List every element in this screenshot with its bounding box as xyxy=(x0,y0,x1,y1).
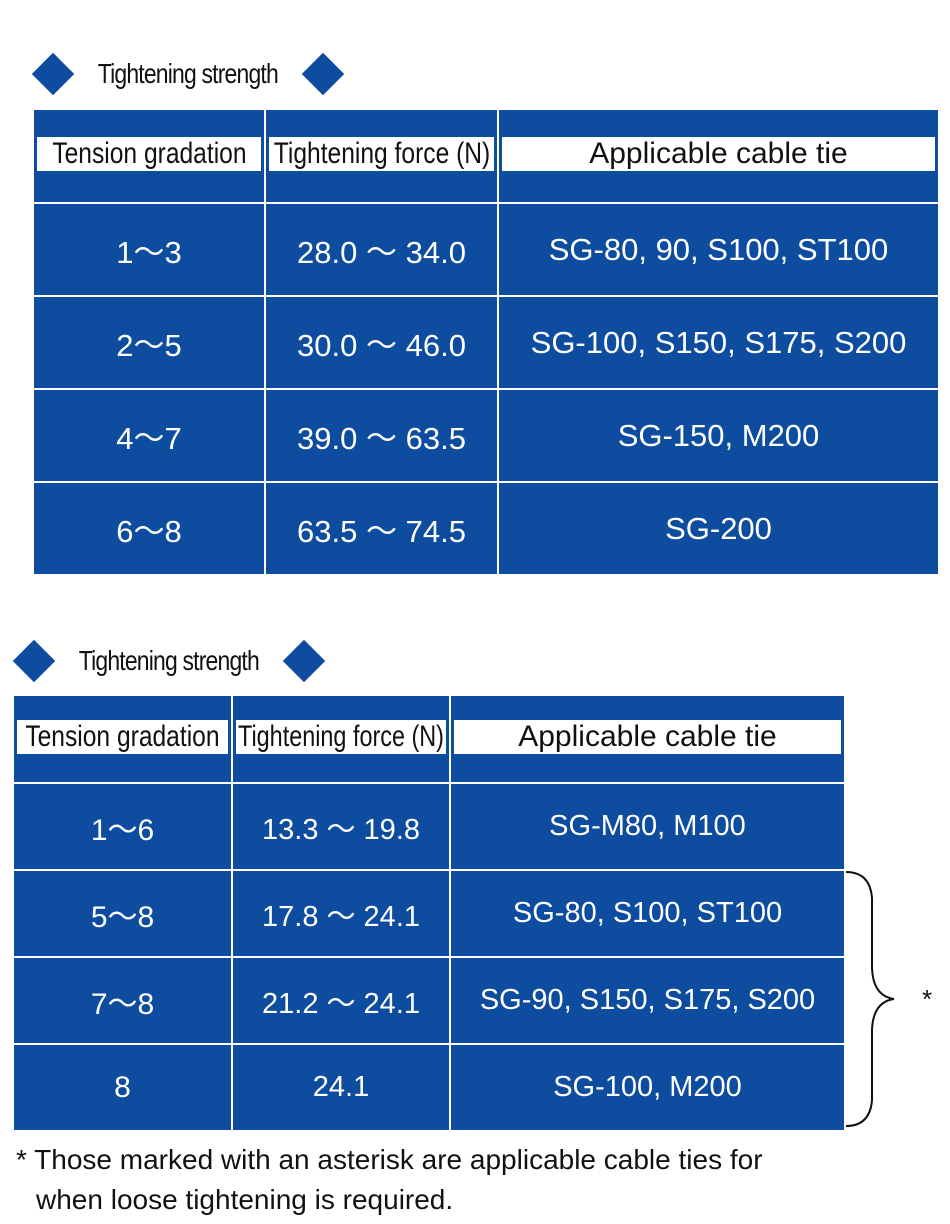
footnote: * Those marked with an asterisk are appl… xyxy=(16,1140,763,1220)
tension-cell: 4～7 xyxy=(32,388,266,483)
tension-cell: 5～8 xyxy=(12,869,233,958)
table-row: 5～8 17.8 ～ 24.1 SG-80, S100, ST100 xyxy=(12,869,846,958)
tension-cell: 1～6 xyxy=(12,782,233,871)
diamond-icon xyxy=(12,639,56,683)
table-header-row: Tension gradation Tightening force (N) A… xyxy=(32,108,940,204)
header-cell: Tension gradation xyxy=(32,108,266,204)
section-title-1: Tightening strength xyxy=(31,52,344,96)
cable-tie-cell: SG-150, M200 xyxy=(497,388,940,483)
cable-tie-cell: SG-M80, M100 xyxy=(449,782,846,871)
header-cell: Tension gradation xyxy=(12,694,233,784)
cable-tie-cell: SG-90, S150, S175, S200 xyxy=(449,956,846,1045)
header-cell: Applicable cable tie xyxy=(449,694,846,784)
cable-tie-cell: SG-80, 90, S100, ST100 xyxy=(497,202,940,297)
table-row: 1～6 13.3 ～ 19.8 SG-M80, M100 xyxy=(12,782,846,871)
force-cell: 17.8 ～ 24.1 xyxy=(231,869,451,958)
tension-cell: 2～5 xyxy=(32,295,266,390)
table-row: 8 24.1 SG-100, M200 xyxy=(12,1043,846,1132)
table-header-row: Tension gradation Tightening force (N) A… xyxy=(12,694,846,784)
diamond-icon xyxy=(301,52,344,96)
section-title-text: Tightening strength xyxy=(97,58,279,89)
tension-cell: 8 xyxy=(12,1043,233,1132)
header-cell: Applicable cable tie xyxy=(497,108,940,204)
tension-cell: 6～8 xyxy=(32,481,266,576)
table-row: 6～8 63.5 ～ 74.5 SG-200 xyxy=(32,481,940,576)
cable-tie-cell: SG-100, S150, S175, S200 xyxy=(497,295,940,390)
tightening-table-1: Tension gradation Tightening force (N) A… xyxy=(32,108,940,576)
force-cell: 13.3 ～ 19.8 xyxy=(231,782,451,871)
diamond-icon xyxy=(31,52,75,96)
table-row: 4～7 39.0 ～ 63.5 SG-150, M200 xyxy=(32,388,940,483)
section-title-text: Tightening strength xyxy=(78,645,260,676)
force-cell: 21.2 ～ 24.1 xyxy=(231,956,451,1045)
tension-cell: 7～8 xyxy=(12,956,233,1045)
force-cell: 24.1 xyxy=(231,1043,451,1132)
asterisk-mark: * xyxy=(922,984,933,1014)
footnote-line-1: * Those marked with an asterisk are appl… xyxy=(16,1144,763,1175)
table-row: 7～8 21.2 ～ 24.1 SG-90, S150, S175, S200 xyxy=(12,956,846,1045)
curly-brace-icon xyxy=(845,871,895,1127)
header-cell: Tightening force (N) xyxy=(231,694,451,784)
force-cell: 28.0 ～ 34.0 xyxy=(264,202,499,297)
force-cell: 39.0 ～ 63.5 xyxy=(264,388,499,483)
tightening-table-2: Tension gradation Tightening force (N) A… xyxy=(12,694,846,1132)
header-cell: Tightening force (N) xyxy=(264,108,499,204)
diamond-icon xyxy=(282,639,325,683)
table-row: 2～5 30.0 ～ 46.0 SG-100, S150, S175, S200 xyxy=(32,295,940,390)
cable-tie-cell: SG-200 xyxy=(497,481,940,576)
force-cell: 30.0 ～ 46.0 xyxy=(264,295,499,390)
cable-tie-cell: SG-100, M200 xyxy=(449,1043,846,1132)
force-cell: 63.5 ～ 74.5 xyxy=(264,481,499,576)
cable-tie-cell: SG-80, S100, ST100 xyxy=(449,869,846,958)
tension-cell: 1～3 xyxy=(32,202,266,297)
table-row: 1～3 28.0 ～ 34.0 SG-80, 90, S100, ST100 xyxy=(32,202,940,297)
footnote-line-2: when loose tightening is required. xyxy=(36,1184,454,1215)
section-title-2: Tightening strength xyxy=(12,639,325,683)
